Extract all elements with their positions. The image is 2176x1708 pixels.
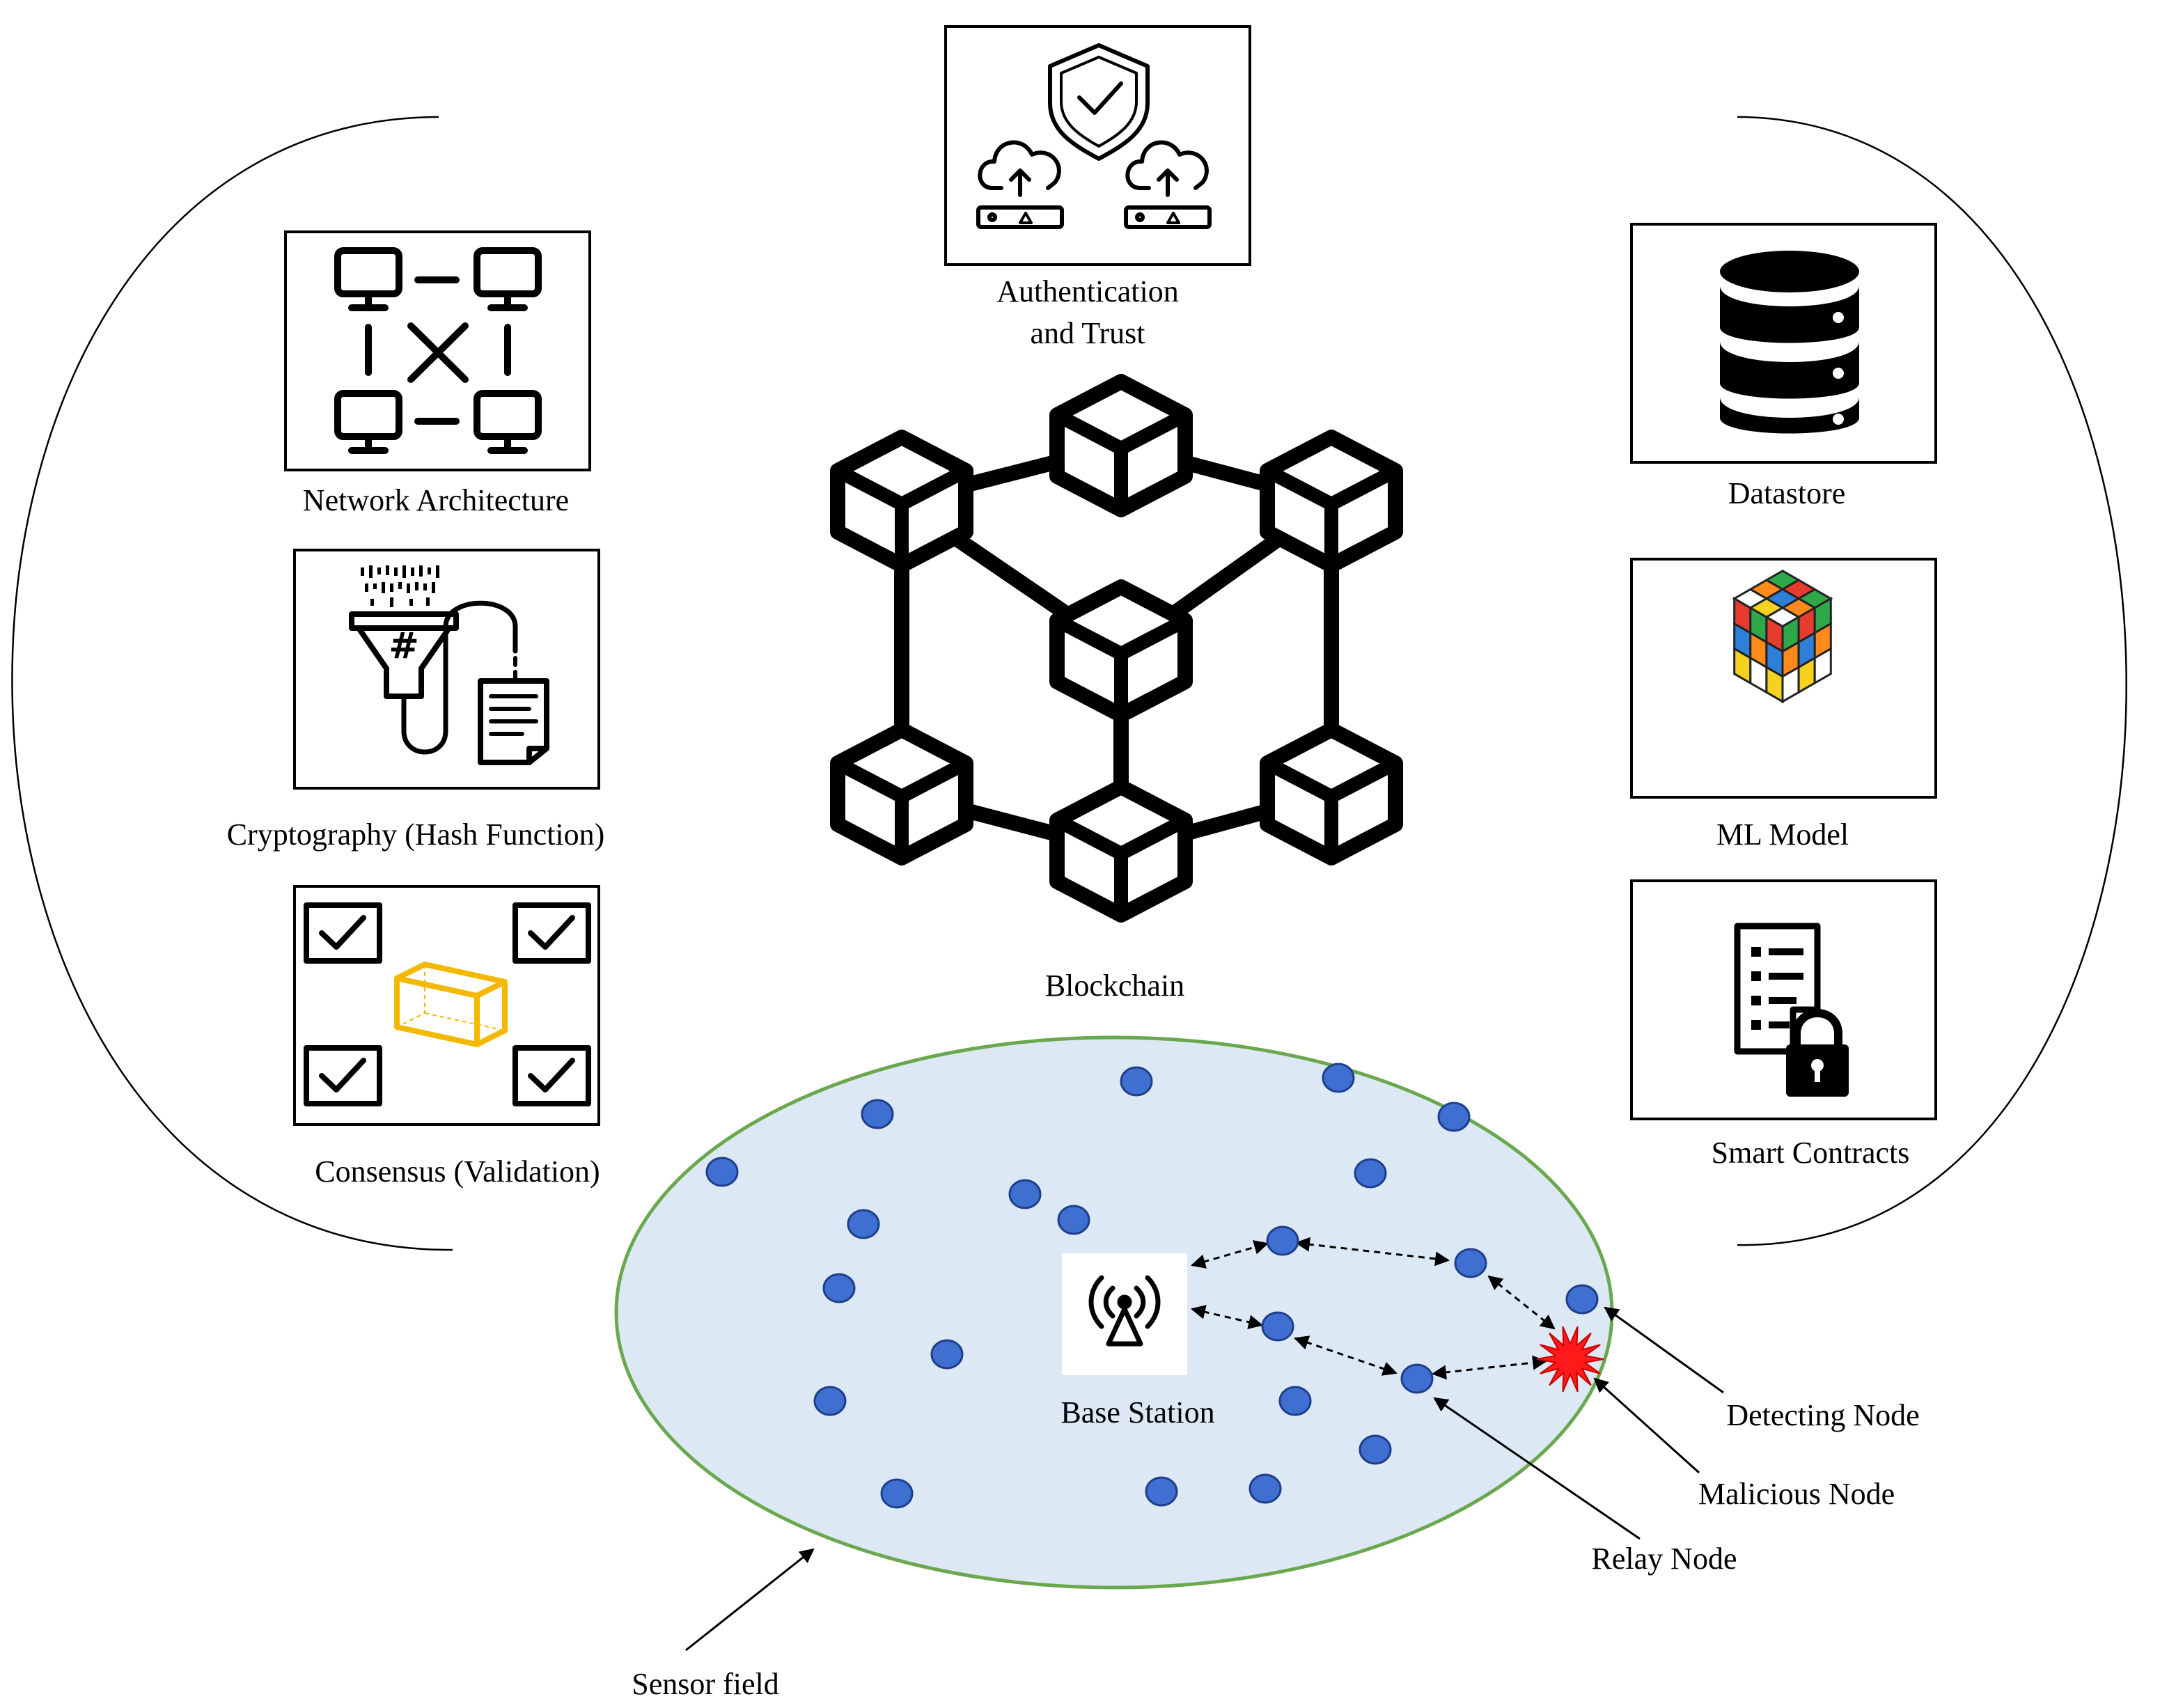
left-bracket <box>11 116 453 1251</box>
shield-cloud-server-icon <box>976 43 1212 229</box>
blockchain-block <box>1260 430 1403 573</box>
smart-contracts-box <box>1630 879 1937 1120</box>
blockchain-block <box>830 722 973 865</box>
cryptography-box: # <box>293 549 600 790</box>
sensor-node <box>1322 1063 1355 1093</box>
checkbox-cube-icon <box>304 902 591 1106</box>
right-bracket <box>1737 116 2127 1246</box>
sensor-node <box>705 1157 739 1187</box>
authentication-label-1: Authentication <box>996 274 1179 308</box>
relay-node-label: Relay Node <box>1592 1542 1737 1576</box>
hash-funnel-icon: # <box>349 565 549 765</box>
ml-model-box <box>1630 558 1937 799</box>
sensor-node <box>1249 1473 1282 1504</box>
network-architecture-box <box>284 230 591 471</box>
sensor-node <box>1454 1248 1487 1278</box>
communication-links <box>1190 1237 1556 1380</box>
sensor-node <box>930 1339 964 1370</box>
ml-model-label: ML Model <box>1716 817 1849 852</box>
sensor-node <box>1008 1179 1042 1209</box>
base-station-label: Base Station <box>1060 1395 1214 1429</box>
sensor-field-label: Sensor field <box>632 1667 778 1701</box>
blockchain-block <box>830 430 973 573</box>
sensor-node <box>861 1099 894 1129</box>
sensor-node <box>1145 1476 1178 1507</box>
blockchain-block <box>1260 722 1403 865</box>
sensor-node <box>1266 1225 1299 1256</box>
sensor-node <box>1120 1066 1153 1097</box>
database-icon <box>1720 251 1859 434</box>
sensor-node <box>880 1478 914 1509</box>
network-computers-icon <box>334 247 542 454</box>
blockchain-label: Blockchain <box>1045 969 1184 1003</box>
sensor-node <box>1057 1205 1090 1235</box>
sensor-node <box>1400 1363 1434 1394</box>
document-lock-icon <box>1734 923 1849 1097</box>
authentication-box <box>944 25 1251 266</box>
blockchain-block <box>1049 779 1193 923</box>
blockchain-cubes-icon <box>830 374 1403 923</box>
sensor-node <box>1437 1102 1471 1132</box>
datastore-box <box>1630 223 1937 464</box>
sensor-nodes <box>705 1063 1599 1509</box>
smart-contracts-label: Smart Contracts <box>1712 1136 1910 1170</box>
rubiks-sticker <box>1813 647 1832 685</box>
sensor-node <box>1359 1434 1392 1465</box>
detecting-node-label: Detecting Node <box>1726 1398 1919 1432</box>
blockchain-block <box>1049 374 1193 517</box>
cryptography-label: Cryptography (Hash Function) <box>227 817 605 852</box>
sensor-node <box>1565 1284 1599 1315</box>
malicious-node-label: Malicious Node <box>1698 1477 1895 1511</box>
network-architecture-label: Network Architecture <box>303 483 569 517</box>
sensor-node <box>813 1386 847 1416</box>
base-station <box>1062 1253 1187 1375</box>
starburst-icon <box>1536 1326 1604 1393</box>
sensor-node <box>1261 1311 1294 1342</box>
datastore-label: Datastore <box>1728 476 1846 510</box>
hash-symbol: # <box>389 625 419 667</box>
rubiks-cube-icon <box>1732 570 1833 704</box>
sensor-node <box>822 1273 856 1303</box>
sensor-node <box>1278 1386 1312 1416</box>
sensor-node <box>847 1209 880 1239</box>
callout-arrows <box>685 1306 1724 1652</box>
blockchain-block <box>1049 579 1193 723</box>
authentication-label-2: and Trust <box>1030 316 1145 350</box>
consensus-box <box>293 885 600 1126</box>
antenna-tower-icon <box>1088 1275 1161 1347</box>
consensus-label: Consensus (Validation) <box>315 1154 600 1189</box>
sensor-node <box>1354 1158 1387 1189</box>
